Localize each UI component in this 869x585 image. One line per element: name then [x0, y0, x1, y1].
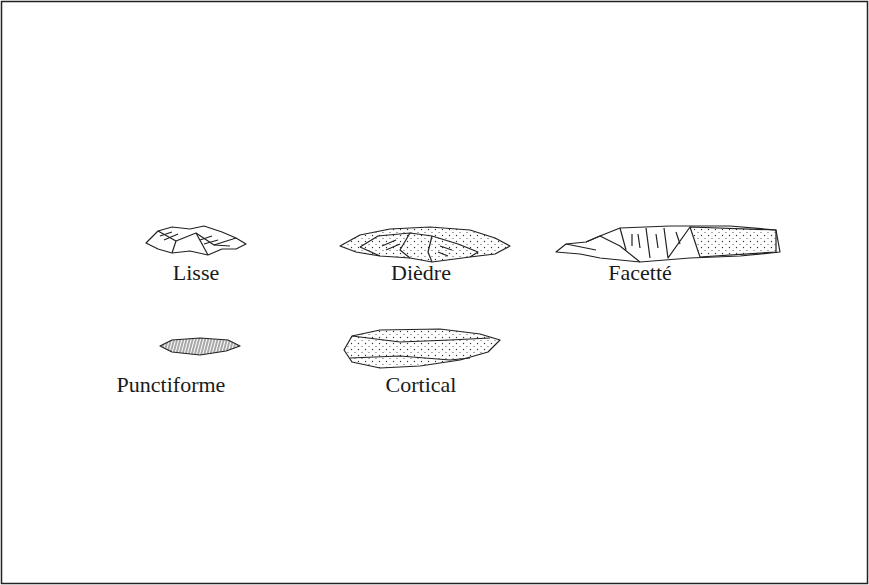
caption-label: Cortical — [386, 372, 457, 398]
caption-label: Facetté — [608, 260, 672, 286]
caption-label: Punctiforme — [117, 372, 226, 398]
plain-butt — [146, 226, 246, 255]
dihedral-butt — [340, 227, 510, 262]
faceted-butt — [556, 226, 780, 262]
caption-label: Lisse — [173, 260, 219, 286]
punctiform-butt — [160, 338, 240, 355]
cortical-butt — [344, 329, 500, 368]
caption-label: Dièdre — [391, 260, 451, 286]
